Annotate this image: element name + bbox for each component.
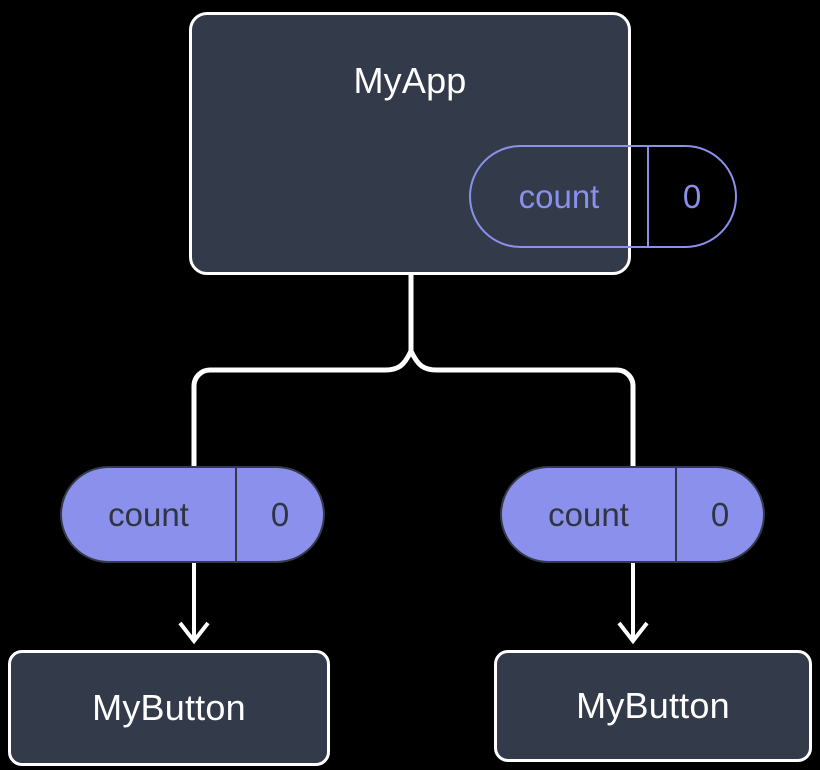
state-pill-myapp-value: 0 [647, 147, 735, 246]
node-myapp-title: MyApp [353, 60, 467, 101]
node-myapp[interactable]: MyApp count 0 [189, 12, 737, 275]
state-pill-left-key: count [108, 496, 189, 533]
node-mybutton-right[interactable]: MyButton [494, 650, 812, 762]
state-pill-left-value: 0 [235, 468, 323, 561]
state-pill-left[interactable]: count 0 [60, 466, 325, 563]
edge-branch-left [191, 349, 414, 466]
state-pill-right[interactable]: count 0 [500, 466, 765, 563]
arrow-head-left-icon [178, 621, 210, 645]
arrow-head-right-icon [617, 621, 649, 645]
node-mybutton-left[interactable]: MyButton [8, 650, 330, 766]
state-pill-myapp[interactable]: count 0 [469, 145, 737, 248]
node-mybutton-left-title: MyButton [92, 687, 246, 728]
state-pill-myapp-key: count [518, 178, 600, 215]
state-pill-right-value: 0 [675, 468, 763, 561]
edge-branch-right [408, 349, 636, 466]
node-mybutton-right-title: MyButton [576, 685, 730, 726]
state-pill-right-key: count [548, 496, 629, 533]
